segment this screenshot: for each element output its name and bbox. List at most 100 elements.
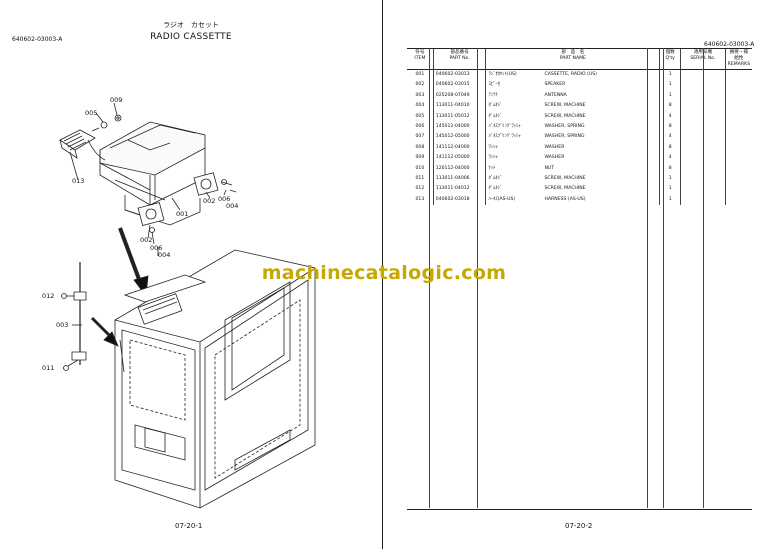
part-name-jp: ｽﾋﾟｰｶ <box>488 82 500 88</box>
part-name-jp: ﾗｼﾞｵｶｾｯﾄ(US) <box>488 72 517 77</box>
watermark: machinecatalogic.com <box>261 262 507 284</box>
cell-partno: 113011-04006 <box>433 174 487 185</box>
part-name-jp: ﾊﾞﾈｽﾌﾟﾘﾝｸﾞﾜｯｼｬ <box>488 134 521 140</box>
cell-item: 008 <box>407 142 434 154</box>
cell-qty: 4 <box>659 132 682 143</box>
callout-011: 011 <box>42 364 54 372</box>
cell-qty: 4 <box>659 153 682 164</box>
cell-partname: ﾗｼﾞｵｶｾｯﾄ(US) CASSETTE, RADIO (US) <box>485 69 661 81</box>
cell-partname: ｱﾝﾃﾅ ANTENNA <box>485 90 661 102</box>
cell-item: 006 <box>407 122 434 133</box>
cell-partname: ﾊｰﾈｽ(AS-US) HARNESS (AS-US) <box>485 194 661 206</box>
callout-013: 013 <box>72 177 84 185</box>
callout-003: 003 <box>56 321 68 329</box>
callout-012: 012 <box>42 292 54 300</box>
table-frame <box>407 48 752 510</box>
cell-partno: 141112-05000 <box>433 153 487 164</box>
cell-partname: ﾀﾞﾑﾈｼﾞ SCREW, MACHINE <box>485 101 661 112</box>
callout-009: 009 <box>110 96 122 104</box>
part-name-en: HARNESS (AS-US) <box>544 196 586 202</box>
cell-qty: 8 <box>659 142 682 154</box>
part-name-en: ANTENNA <box>544 92 567 98</box>
part-name-jp: ﾀﾞﾑﾈｼﾞ <box>488 113 503 119</box>
doc-id-right: 640602-03003-A <box>704 41 755 48</box>
cell-partno: 040602-03018 <box>433 194 487 206</box>
cell-qty: 1 <box>659 90 682 102</box>
cell-partno: 145012-05000 <box>433 132 487 143</box>
cell-qty: 1 <box>659 174 682 185</box>
part-name-jp: ﾅｯﾄ <box>488 165 496 171</box>
part-name-en: CASSETTE, RADIO (US) <box>544 72 597 77</box>
col-divider <box>647 48 648 508</box>
callout-004-right: 004 <box>226 202 238 210</box>
cell-partno: 040602-03013 <box>433 69 487 81</box>
col-divider <box>429 48 430 508</box>
cell-partno: 145012-04000 <box>433 122 487 133</box>
cell-partname: ﾊﾞﾈｽﾌﾟﾘﾝｸﾞﾜｯｼｬ WASHER, SPRING <box>485 132 661 143</box>
callout-006-bottom: 006 <box>150 244 162 252</box>
cell-item: 005 <box>407 111 434 123</box>
cell-qty: 1 <box>659 184 682 195</box>
left-page: 640602-03003-A ラジオ カセット RADIO CASSETTE <box>0 0 383 549</box>
cell-partno: 113011-04012 <box>433 184 487 195</box>
callout-006-right: 006 <box>218 195 230 203</box>
cell-partno: 113011-05012 <box>433 111 487 123</box>
cell-item: 003 <box>407 90 434 102</box>
exploded-diagram: 009 005 013 001 002 006 004 002 006 004 … <box>42 96 316 509</box>
part-name-en: NUT <box>544 165 555 171</box>
cell-partname: ﾀﾞﾑﾈｼﾞ SCREW, MACHINE <box>485 184 661 195</box>
callout-005: 005 <box>85 109 97 117</box>
cell-item: 012 <box>407 184 434 195</box>
part-name-jp: ﾀﾞﾑﾈｼﾞ <box>488 103 503 109</box>
cell-partname: ｽﾋﾟｰｶ SPEAKER <box>485 80 661 91</box>
cell-item: 011 <box>407 174 434 185</box>
part-name-en: SCREW, MACHINE <box>544 103 586 109</box>
cell-item: 002 <box>407 80 434 91</box>
cell-partname: ﾜｯｼｬ WASHER <box>485 153 661 164</box>
doc-id-left: 640602-03003-A <box>12 36 63 43</box>
page-number-right: 07-20-2 <box>565 522 593 530</box>
part-name-jp: ﾀﾞﾑﾈｼﾞ <box>488 176 503 182</box>
callout-001: 001 <box>176 210 188 218</box>
part-name-jp: ﾜｯｼｬ <box>488 155 498 161</box>
part-name-en: SCREW, MACHINE <box>544 186 586 192</box>
cell-partno: 040602-03015 <box>433 80 487 91</box>
title-en: RADIO CASSETTE <box>150 32 232 42</box>
cell-item: 009 <box>407 153 434 164</box>
part-name-en: SCREW, MACHINE <box>544 176 586 182</box>
part-name-jp: ﾜｯｼｬ <box>488 144 498 150</box>
cell-item: 004 <box>407 101 434 112</box>
cell-item: 013 <box>407 194 434 206</box>
cell-partno: 025208-07049 <box>433 90 487 102</box>
cell-partno: 113011-04010 <box>433 101 487 112</box>
callout-002-right: 002 <box>203 197 215 205</box>
part-name-en: WASHER <box>544 144 565 150</box>
callout-002-bottom: 002 <box>140 236 152 244</box>
cell-partname: ﾜｯｼｬ WASHER <box>485 142 661 154</box>
part-name-en: WASHER, SPRING <box>544 134 585 140</box>
cell-item: 001 <box>407 69 434 81</box>
part-name-jp: ﾊｰﾈｽ(AS-US) <box>488 196 516 202</box>
title-jp: ラジオ カセット <box>163 21 219 29</box>
cell-qty: 4 <box>659 111 682 123</box>
part-name-en: WASHER <box>544 155 565 161</box>
col-divider <box>663 48 664 508</box>
part-name-jp: ﾀﾞﾑﾈｼﾞ <box>488 186 503 192</box>
part-name-en: SPEAKER <box>544 82 566 88</box>
cell-item: 010 <box>407 163 434 175</box>
cell-partno: 120112-04000 <box>433 163 487 175</box>
cell-qty: 1 <box>659 194 682 206</box>
part-name-en: WASHER, SPRING <box>544 124 585 130</box>
col-divider <box>703 48 704 508</box>
page-number-left: 07-20-1 <box>175 522 203 530</box>
part-name-jp: ｱﾝﾃﾅ <box>488 92 498 98</box>
callout-004-bottom: 004 <box>158 251 170 259</box>
